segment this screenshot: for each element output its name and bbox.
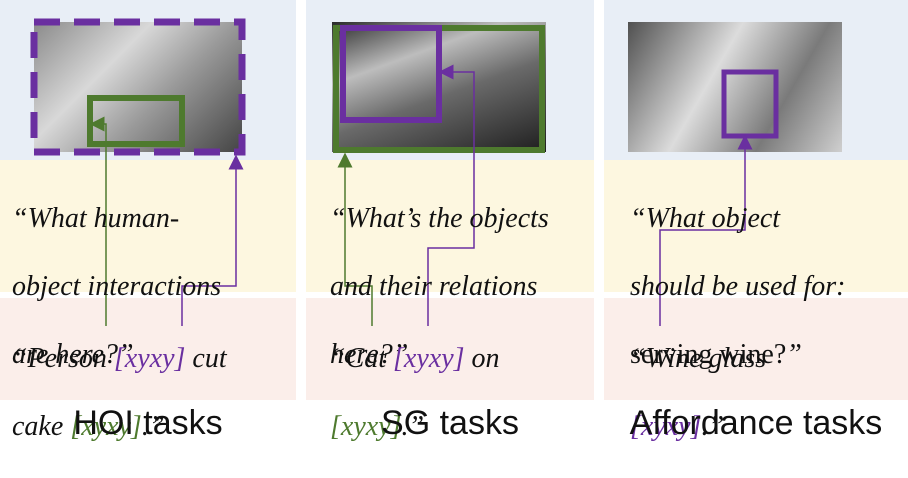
- hoi-person-arrow: [181, 154, 244, 326]
- sg-answer-relation: on: [464, 343, 500, 374]
- affordance-answer-object: “Wine glass: [630, 343, 767, 374]
- affordance-photo: [628, 22, 842, 152]
- hoi-answer-verb: cut: [185, 343, 227, 374]
- affordance-answer-region: [604, 298, 908, 400]
- hoi-answer-person-coords: [xyxy]: [113, 343, 186, 374]
- hoi-question: “What human- object interactions are her…: [12, 168, 292, 406]
- affordance-answer: “Wine glass [xyxy].”: [630, 308, 906, 478]
- hoi-cake-arrow: [89, 116, 107, 326]
- affordance-question-line-3: serving wine?”: [630, 338, 906, 372]
- hoi-answer-object: cake: [12, 411, 71, 442]
- hoi-person-box: [30, 18, 246, 156]
- sg-question-line-1: “What’s the objects: [330, 203, 549, 234]
- hoi-cake-box: [87, 95, 185, 147]
- hoi-answer-line-1: “Person [xyxy] cut: [12, 342, 294, 376]
- affordance-question-end: ”: [786, 339, 802, 370]
- affordance-question-region: [604, 160, 908, 292]
- sg-question-line-2: and their relations: [330, 271, 538, 302]
- hoi-answer-end: .”: [141, 411, 165, 442]
- sg-answer-line-2: [xyxy].”: [330, 410, 592, 444]
- affordance-glass-box: [721, 69, 779, 139]
- hoi-question-line-3: are here?”: [12, 339, 134, 370]
- sg-answer-subject: “Cat: [330, 343, 394, 374]
- affordance-answer-line-2: [xyxy].”: [630, 410, 906, 444]
- affordance-glass-arrow: [659, 134, 753, 326]
- hoi-answer-line-2: cake [xyxy].”: [12, 410, 294, 444]
- annotation-overlay: [30, 18, 779, 326]
- affordance-question: “What object should be used for: serving…: [630, 168, 906, 406]
- sg-answer-subject-coords: [xyxy]: [393, 343, 465, 374]
- hoi-answer-object-coords: [xyxy]: [70, 411, 142, 442]
- sg-caption: SG tasks: [381, 404, 519, 442]
- sg-answer-end: .”: [401, 411, 425, 442]
- sg-table-arrow: [337, 152, 373, 326]
- hoi-photo: [34, 22, 242, 152]
- affordance-question-task: serving wine?: [630, 339, 787, 370]
- affordance-caption: Affordance tasks: [629, 404, 883, 442]
- hoi-caption: HOI tasks: [73, 404, 223, 442]
- hoi-answer-region: [0, 298, 296, 400]
- hoi-answer: “Person [xyxy] cut cake [xyxy].”: [12, 308, 294, 478]
- affordance-question-line-2: should be used for:: [630, 271, 846, 302]
- sg-answer-line-1: “Cat [xyxy] on: [330, 342, 592, 376]
- sg-question: “What’s the objects and their relations …: [330, 168, 592, 406]
- hoi-answer-person: “Person: [12, 343, 114, 374]
- sg-answer: “Cat [xyxy] on [xyxy].”: [330, 308, 592, 478]
- sg-answer-region: [306, 298, 594, 400]
- hoi-question-line-2: object interactions: [12, 271, 222, 302]
- affordance-answer-end: .”: [701, 411, 725, 442]
- sg-cat-arrow: [427, 64, 475, 326]
- hoi-question-line-1: “What human-: [12, 203, 180, 234]
- sg-cat-box: [340, 25, 442, 123]
- sg-question-line-3: here?”: [330, 339, 409, 370]
- sg-question-region: [306, 160, 594, 292]
- affordance-question-line-1: “What object: [630, 203, 781, 234]
- sg-answer-object-coords: [xyxy]: [330, 411, 402, 442]
- hoi-question-region: [0, 160, 296, 292]
- affordance-answer-coords: [xyxy]: [630, 411, 702, 442]
